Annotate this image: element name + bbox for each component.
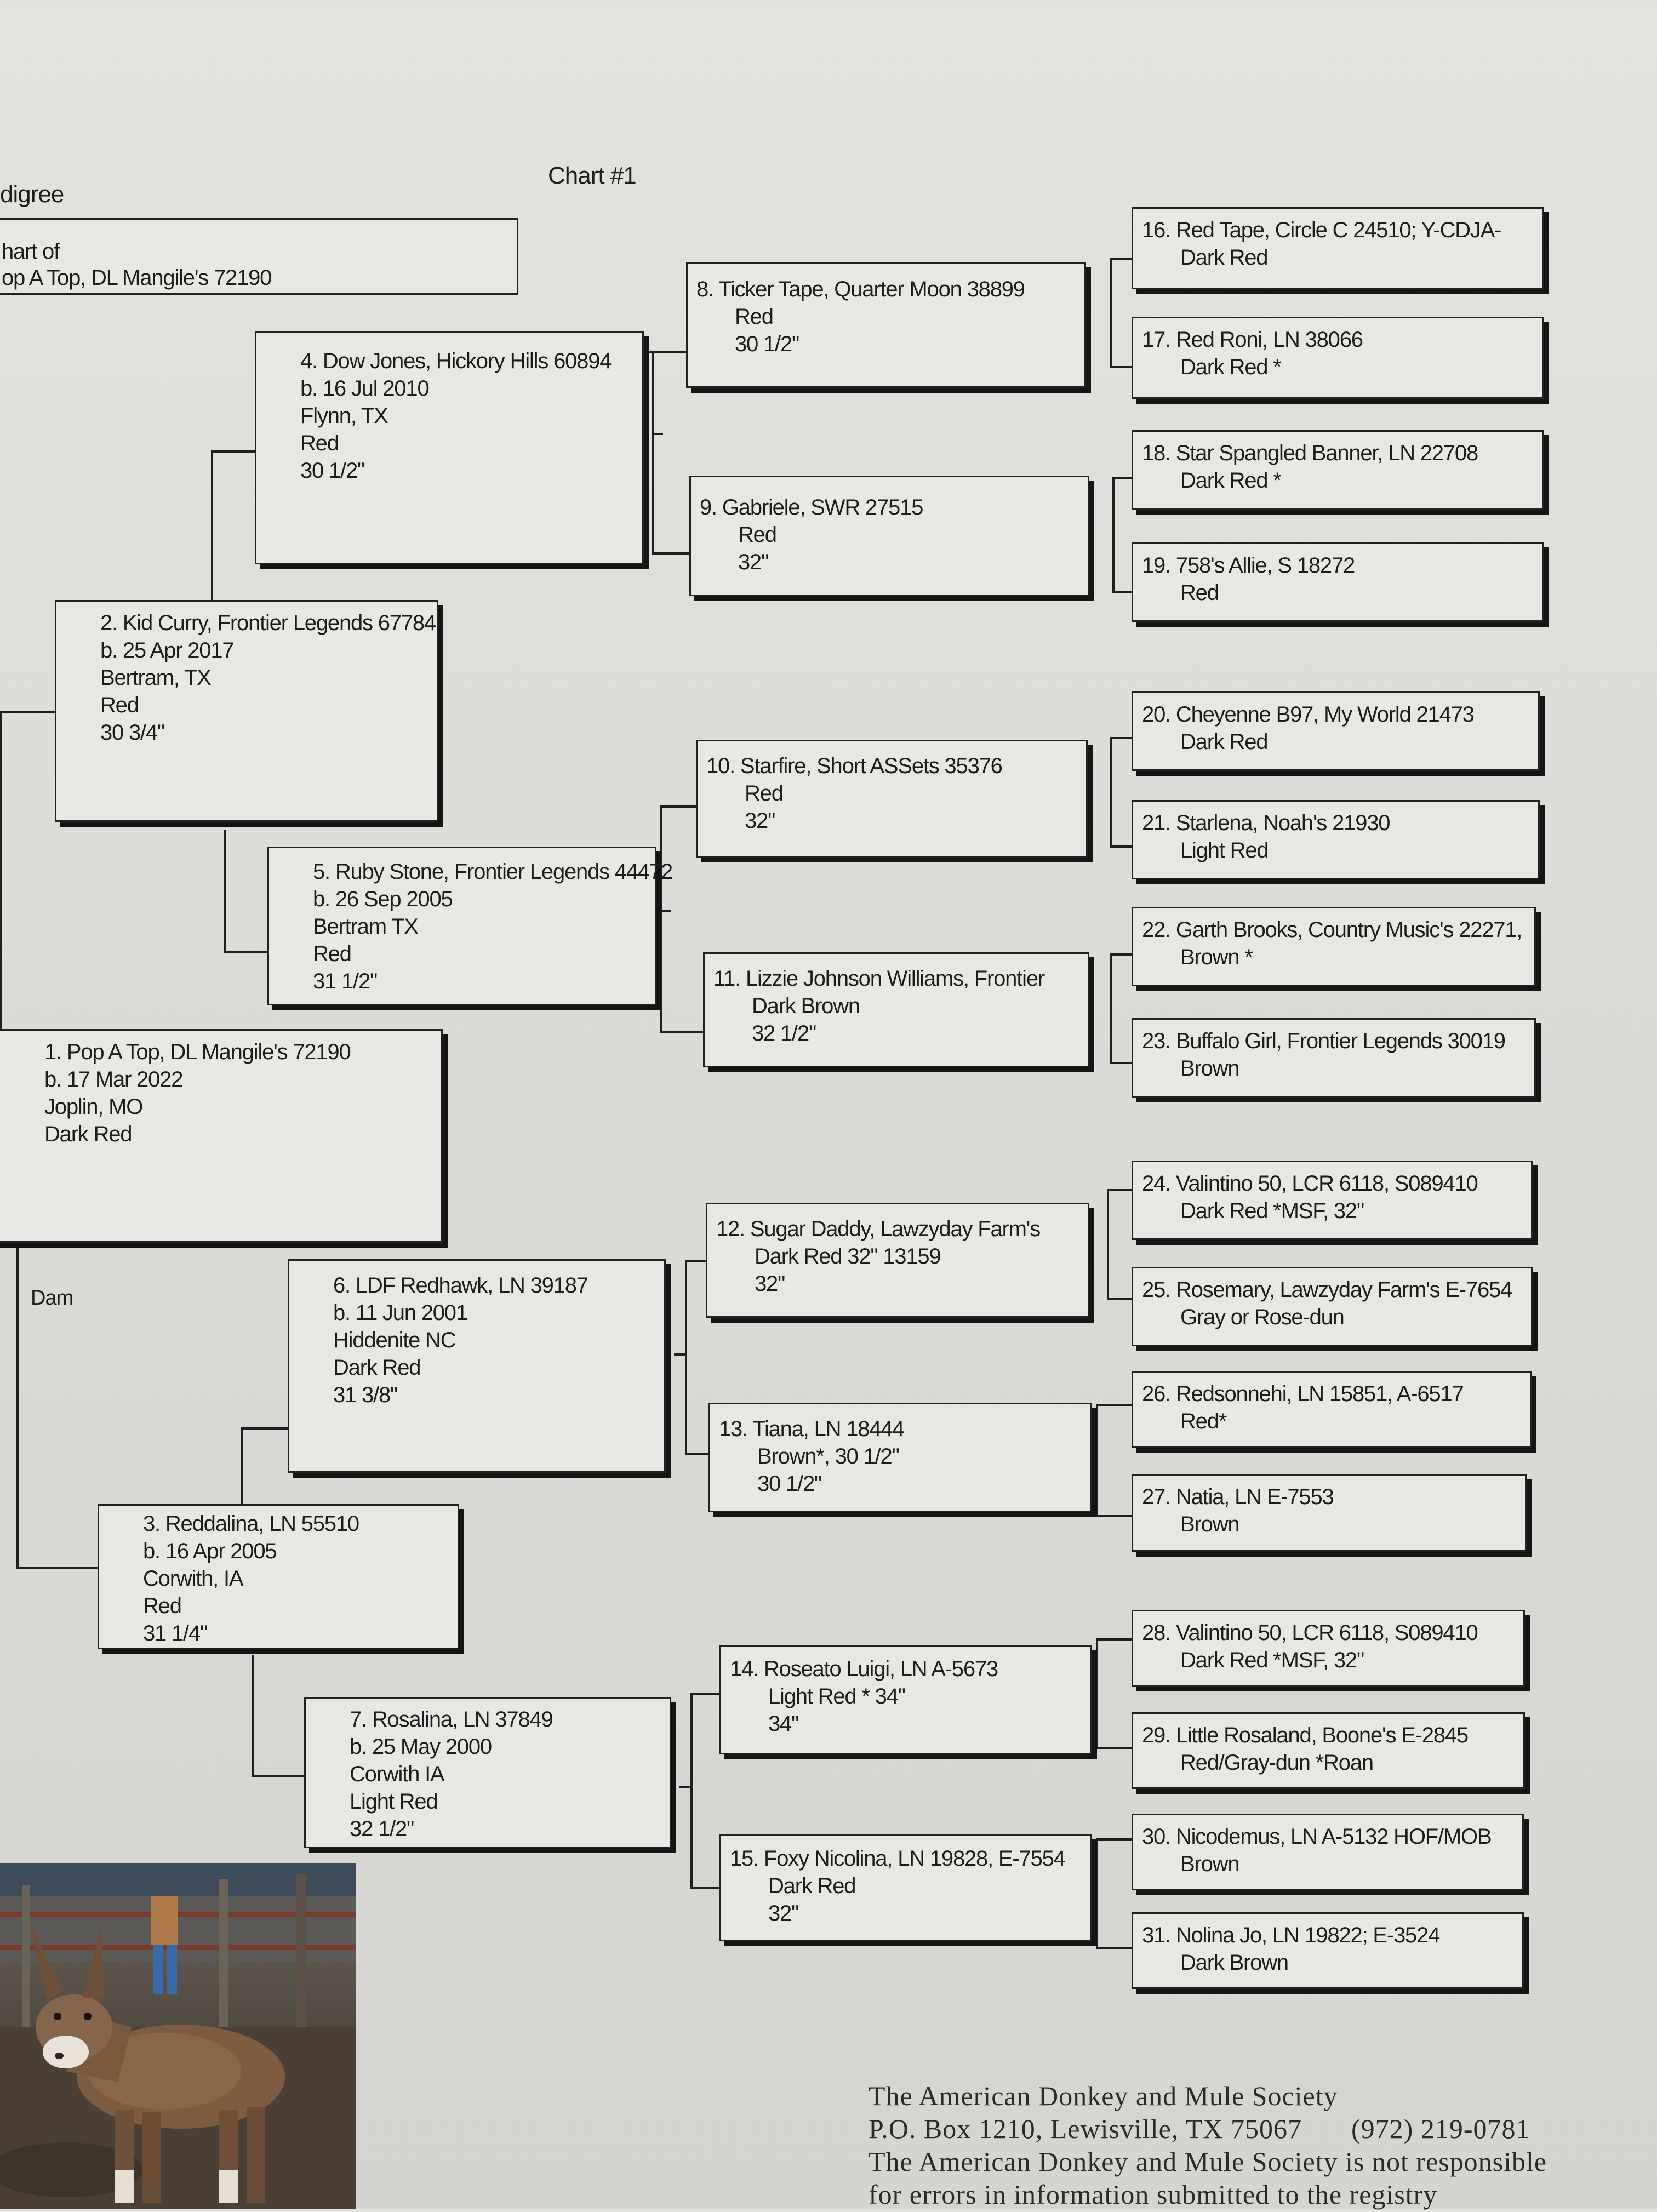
society-name: The American Donkey and Mule Society — [869, 2080, 1338, 2111]
pedigree-entry-7: 7. Rosalina, LN 37849 b. 25 May 2000 Cor… — [304, 1697, 671, 1848]
pedigree-entry-28: 28. Valintino 50, LCR 6118, S089410 Dark… — [1132, 1610, 1525, 1687]
pedigree-entry-1: 1. Pop A Top, DL Mangile's 72190 b. 17 M… — [0, 1029, 443, 1243]
pedigree-entry-19: 19. 758's Allie, S 18272 Red — [1132, 542, 1544, 622]
pedigree-entry-6: 6. LDF Redhawk, LN 39187 b. 11 Jun 2001 … — [288, 1259, 666, 1473]
pedigree-entry-24: 24. Valintino 50, LCR 6118, S089410 Dark… — [1132, 1161, 1533, 1240]
pedigree-entry-21: 21. Starlena, Noah's 21930 Light Red — [1132, 800, 1540, 879]
pedigree-entry-14: 14. Roseato Luigi, LN A-5673 Light Red *… — [719, 1645, 1092, 1754]
pedigree-entry-9: 9. Gabriele, SWR 27515 Red 32" — [689, 476, 1089, 596]
society-footer: The American Donkey and Mule Society P.O… — [869, 2079, 1547, 2211]
pedigree-entry-18: 18. Star Spangled Banner, LN 22708 Dark … — [1132, 430, 1544, 510]
page-title-fragment: digree — [0, 181, 64, 208]
pedigree-entry-27: 27. Natia, LN E-7553 Brown — [1132, 1474, 1527, 1552]
pedigree-entry-26: 26. Redsonnehi, LN 15851, A-6517 Red* — [1132, 1371, 1532, 1448]
pedigree-entry-22: 22. Garth Brooks, Country Music's 22271,… — [1132, 907, 1536, 986]
pedigree-entry-8: 8. Ticker Tape, Quarter Moon 38899 Red 3… — [686, 262, 1086, 388]
chart-label: Chart #1 — [548, 162, 637, 189]
pedigree-entry-16: 16. Red Tape, Circle C 24510; Y-CDJA- Da… — [1132, 207, 1544, 289]
donkey-photo — [0, 1863, 356, 2209]
pedigree-entry-3: 3. Reddalina, LN 55510 b. 16 Apr 2005 Co… — [98, 1504, 459, 1649]
pedigree-entry-29: 29. Little Rosaland, Boone's E-2845 Red/… — [1132, 1712, 1525, 1789]
chart-of-line2: op A Top, DL Mangile's 72190 — [2, 266, 272, 290]
chart-of-box: hart of op A Top, DL Mangile's 72190 — [0, 218, 518, 295]
pedigree-entry-2: 2. Kid Curry, Frontier Legends 67784 b. … — [55, 600, 438, 822]
disclaimer-line: The American Donkey and Mule Society is … — [869, 2146, 1547, 2177]
pedigree-entry-31: 31. Nolina Jo, LN 19822; E-3524 Dark Bro… — [1132, 1912, 1524, 1989]
pedigree-entry-23: 23. Buffalo Girl, Frontier Legends 30019… — [1132, 1018, 1536, 1098]
society-address: P.O. Box 1210, Lewisville, TX 75067(972)… — [869, 2113, 1530, 2144]
pedigree-entry-4: 4. Dow Jones, Hickory Hills 60894 b. 16 … — [255, 331, 644, 564]
society-phone: (972) 219-0781 — [1351, 2113, 1530, 2144]
chart-of-line1: hart of — [2, 239, 60, 264]
pedigree-entry-30: 30. Nicodemus, LN A-5132 HOF/MOB Brown — [1132, 1814, 1524, 1890]
disclaimer-line-2: for errors in information submitted to t… — [869, 2179, 1438, 2210]
pedigree-entry-15: 15. Foxy Nicolina, LN 19828, E-7554 Dark… — [719, 1834, 1092, 1941]
pedigree-entry-13: 13. Tiana, LN 18444 Brown*, 30 1/2" 30 1… — [708, 1403, 1092, 1512]
pedigree-entry-11: 11. Lizzie Johnson Williams, Frontier Da… — [703, 952, 1089, 1067]
pedigree-entry-12: 12. Sugar Daddy, Lawzyday Farm's Dark Re… — [706, 1203, 1089, 1318]
pedigree-entry-20: 20. Cheyenne B97, My World 21473 Dark Re… — [1132, 691, 1540, 771]
pedigree-entry-5: 5. Ruby Stone, Frontier Legends 44472 b.… — [267, 847, 673, 1005]
dam-label: Dam — [31, 1287, 73, 1310]
pedigree-entry-10: 10. Starfire, Short ASSets 35376 Red 32" — [696, 740, 1088, 858]
pedigree-entry-25: 25. Rosemary, Lawzyday Farm's E-7654 Gra… — [1132, 1267, 1533, 1346]
pedigree-entry-17: 17. Red Roni, LN 38066 Dark Red * — [1132, 317, 1544, 399]
